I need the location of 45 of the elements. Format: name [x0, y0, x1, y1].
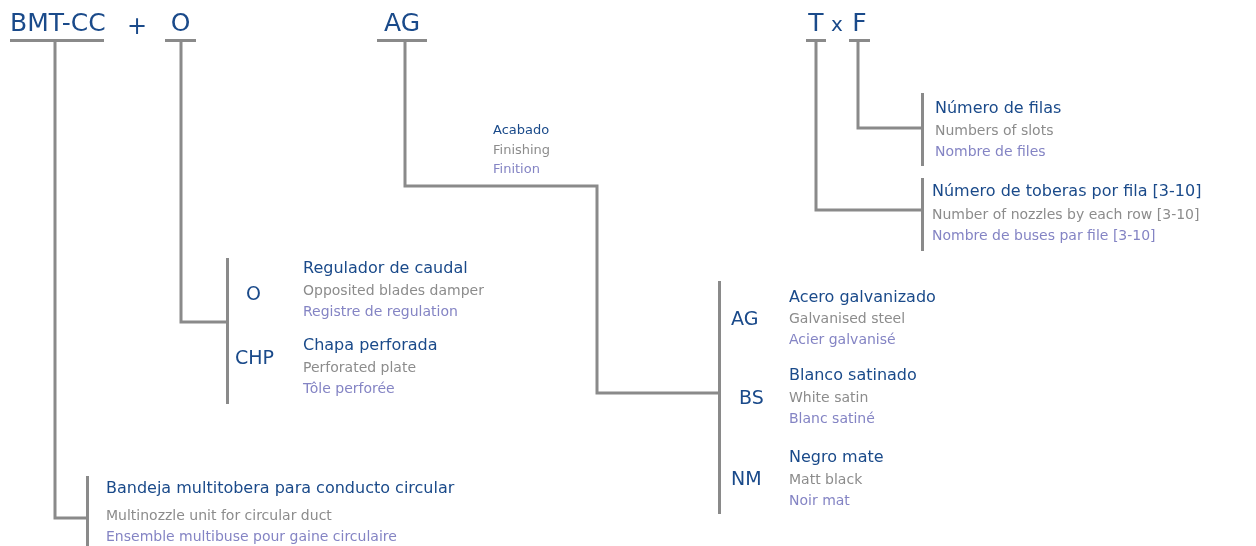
leader-line: [403, 42, 718, 395]
french-description: Ensemble multibuse pour gaine circulaire: [106, 527, 397, 545]
leader-line: [179, 42, 226, 324]
code-segment: AG: [377, 8, 427, 42]
french-description: Noir mat: [789, 491, 850, 509]
operator-symbol: x: [831, 12, 843, 36]
spanish-heading: Acabado: [493, 122, 550, 137]
spanish-description: Acero galvanizado: [789, 287, 936, 307]
code-letter: AG: [731, 307, 759, 329]
spanish-description: Negro mate: [789, 447, 884, 467]
english-description: Number of nozzles by each row [3-10]: [932, 205, 1200, 223]
option-bracket: [226, 258, 486, 404]
spanish-description: Número de toberas por fila [3-10]: [932, 181, 1202, 201]
spanish-description: Bandeja multitobera para conducto circular: [106, 478, 455, 498]
spanish-description: Número de filas: [935, 98, 1062, 118]
english-description: Matt black: [789, 470, 863, 488]
french-heading: Finition: [493, 161, 540, 176]
spanish-description: Blanco satinado: [789, 365, 917, 385]
spanish-description: Regulador de caudal: [303, 258, 468, 278]
code-letter: NM: [731, 467, 762, 489]
code-segment: O: [165, 8, 196, 42]
french-description: Blanc satiné: [789, 409, 875, 427]
french-description: Tôle perforée: [303, 379, 395, 397]
code-segment: BMT-CC: [10, 8, 104, 42]
french-description: Nombre de buses par file [3-10]: [932, 226, 1156, 244]
code-letter: O: [246, 282, 261, 304]
spanish-description: Chapa perforada: [303, 335, 438, 355]
english-description: Perforated plate: [303, 358, 417, 376]
english-description: Galvanised steel: [789, 309, 906, 327]
code-letter: BS: [739, 386, 764, 408]
english-description: Numbers of slots: [935, 121, 1054, 139]
leader-line: [856, 42, 921, 130]
english-description: White satin: [789, 388, 869, 406]
english-description: Opposited blades damper: [303, 281, 484, 299]
leader-line: [53, 42, 86, 520]
french-description: Acier galvanisé: [789, 330, 896, 348]
english-description: Multinozzle unit for circular duct: [106, 506, 332, 524]
french-description: Nombre de files: [935, 142, 1046, 160]
french-description: Registre de regulation: [303, 302, 458, 320]
english-heading: Finishing: [493, 142, 551, 157]
leader-line: [814, 42, 921, 212]
code-letter: CHP: [235, 346, 274, 368]
code-segment: T: [806, 8, 826, 42]
operator-symbol: +: [127, 12, 148, 40]
code-segment: F: [849, 8, 870, 42]
